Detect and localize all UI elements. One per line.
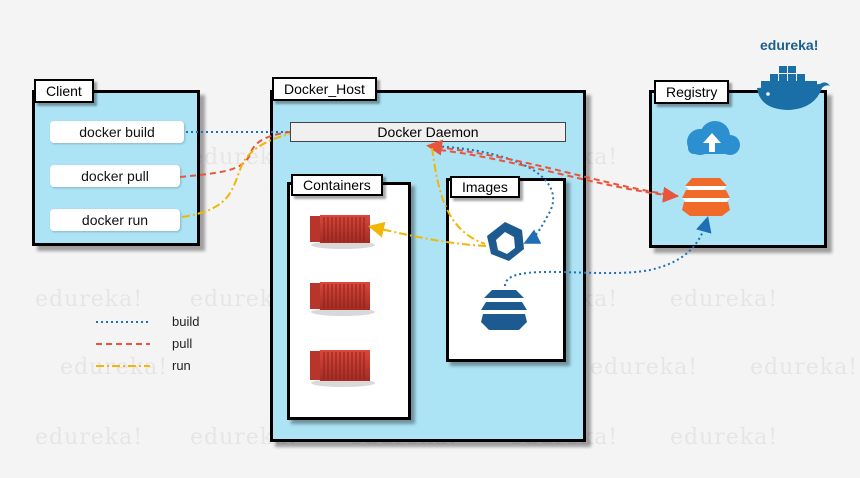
pull-arrow-registry-to-daemon: [426, 139, 679, 197]
watermark: edureka!: [670, 287, 779, 312]
cloud-upload-icon: [687, 121, 740, 155]
push-arrow-image-to-registry: [504, 216, 712, 287]
registry-stack-icon: [682, 178, 730, 216]
watermark: edureka!: [750, 355, 859, 380]
watermark: edureka!: [590, 355, 699, 380]
images-panel: [446, 178, 566, 362]
containers-title: Containers: [291, 174, 383, 196]
run-arrow-client-to-daemon: [181, 133, 291, 218]
registry-title: Registry: [654, 80, 730, 104]
pull-arrow-client-to-daemon: [179, 131, 291, 178]
run-arrow-image-to-container: [368, 221, 487, 247]
docker-pull-command: docker pull: [50, 165, 180, 187]
legend-build-label: build: [172, 314, 200, 329]
images-title: Images: [450, 176, 520, 198]
brand-logo-text: edureka!: [760, 37, 819, 53]
legend-run-label: run: [172, 358, 191, 373]
docker-host-title: Docker_Host: [272, 77, 377, 101]
docker-build-command: docker build: [50, 121, 184, 143]
docker-whale-icon: [757, 66, 830, 110]
image-hexagon-icon: [487, 222, 524, 261]
image-stack-icon: [481, 290, 527, 330]
container-icon-1: [310, 215, 375, 249]
watermark: edureka!: [35, 287, 144, 312]
build-arrow-daemon-to-image: [431, 145, 555, 244]
container-icon-2: [310, 282, 375, 316]
watermark: edureka!: [670, 425, 779, 450]
pull-arrow-daemon-to-registry: [439, 149, 679, 203]
registry-panel: [649, 90, 827, 248]
watermark: edureka!: [60, 355, 169, 380]
legend-pull-label: pull: [172, 336, 193, 351]
container-icon-3: [310, 350, 375, 387]
run-arrow-daemon-to-image: [431, 147, 486, 245]
client-title: Client: [34, 79, 94, 103]
watermark: edureka!: [35, 425, 144, 450]
docker-run-command: docker run: [50, 209, 180, 231]
